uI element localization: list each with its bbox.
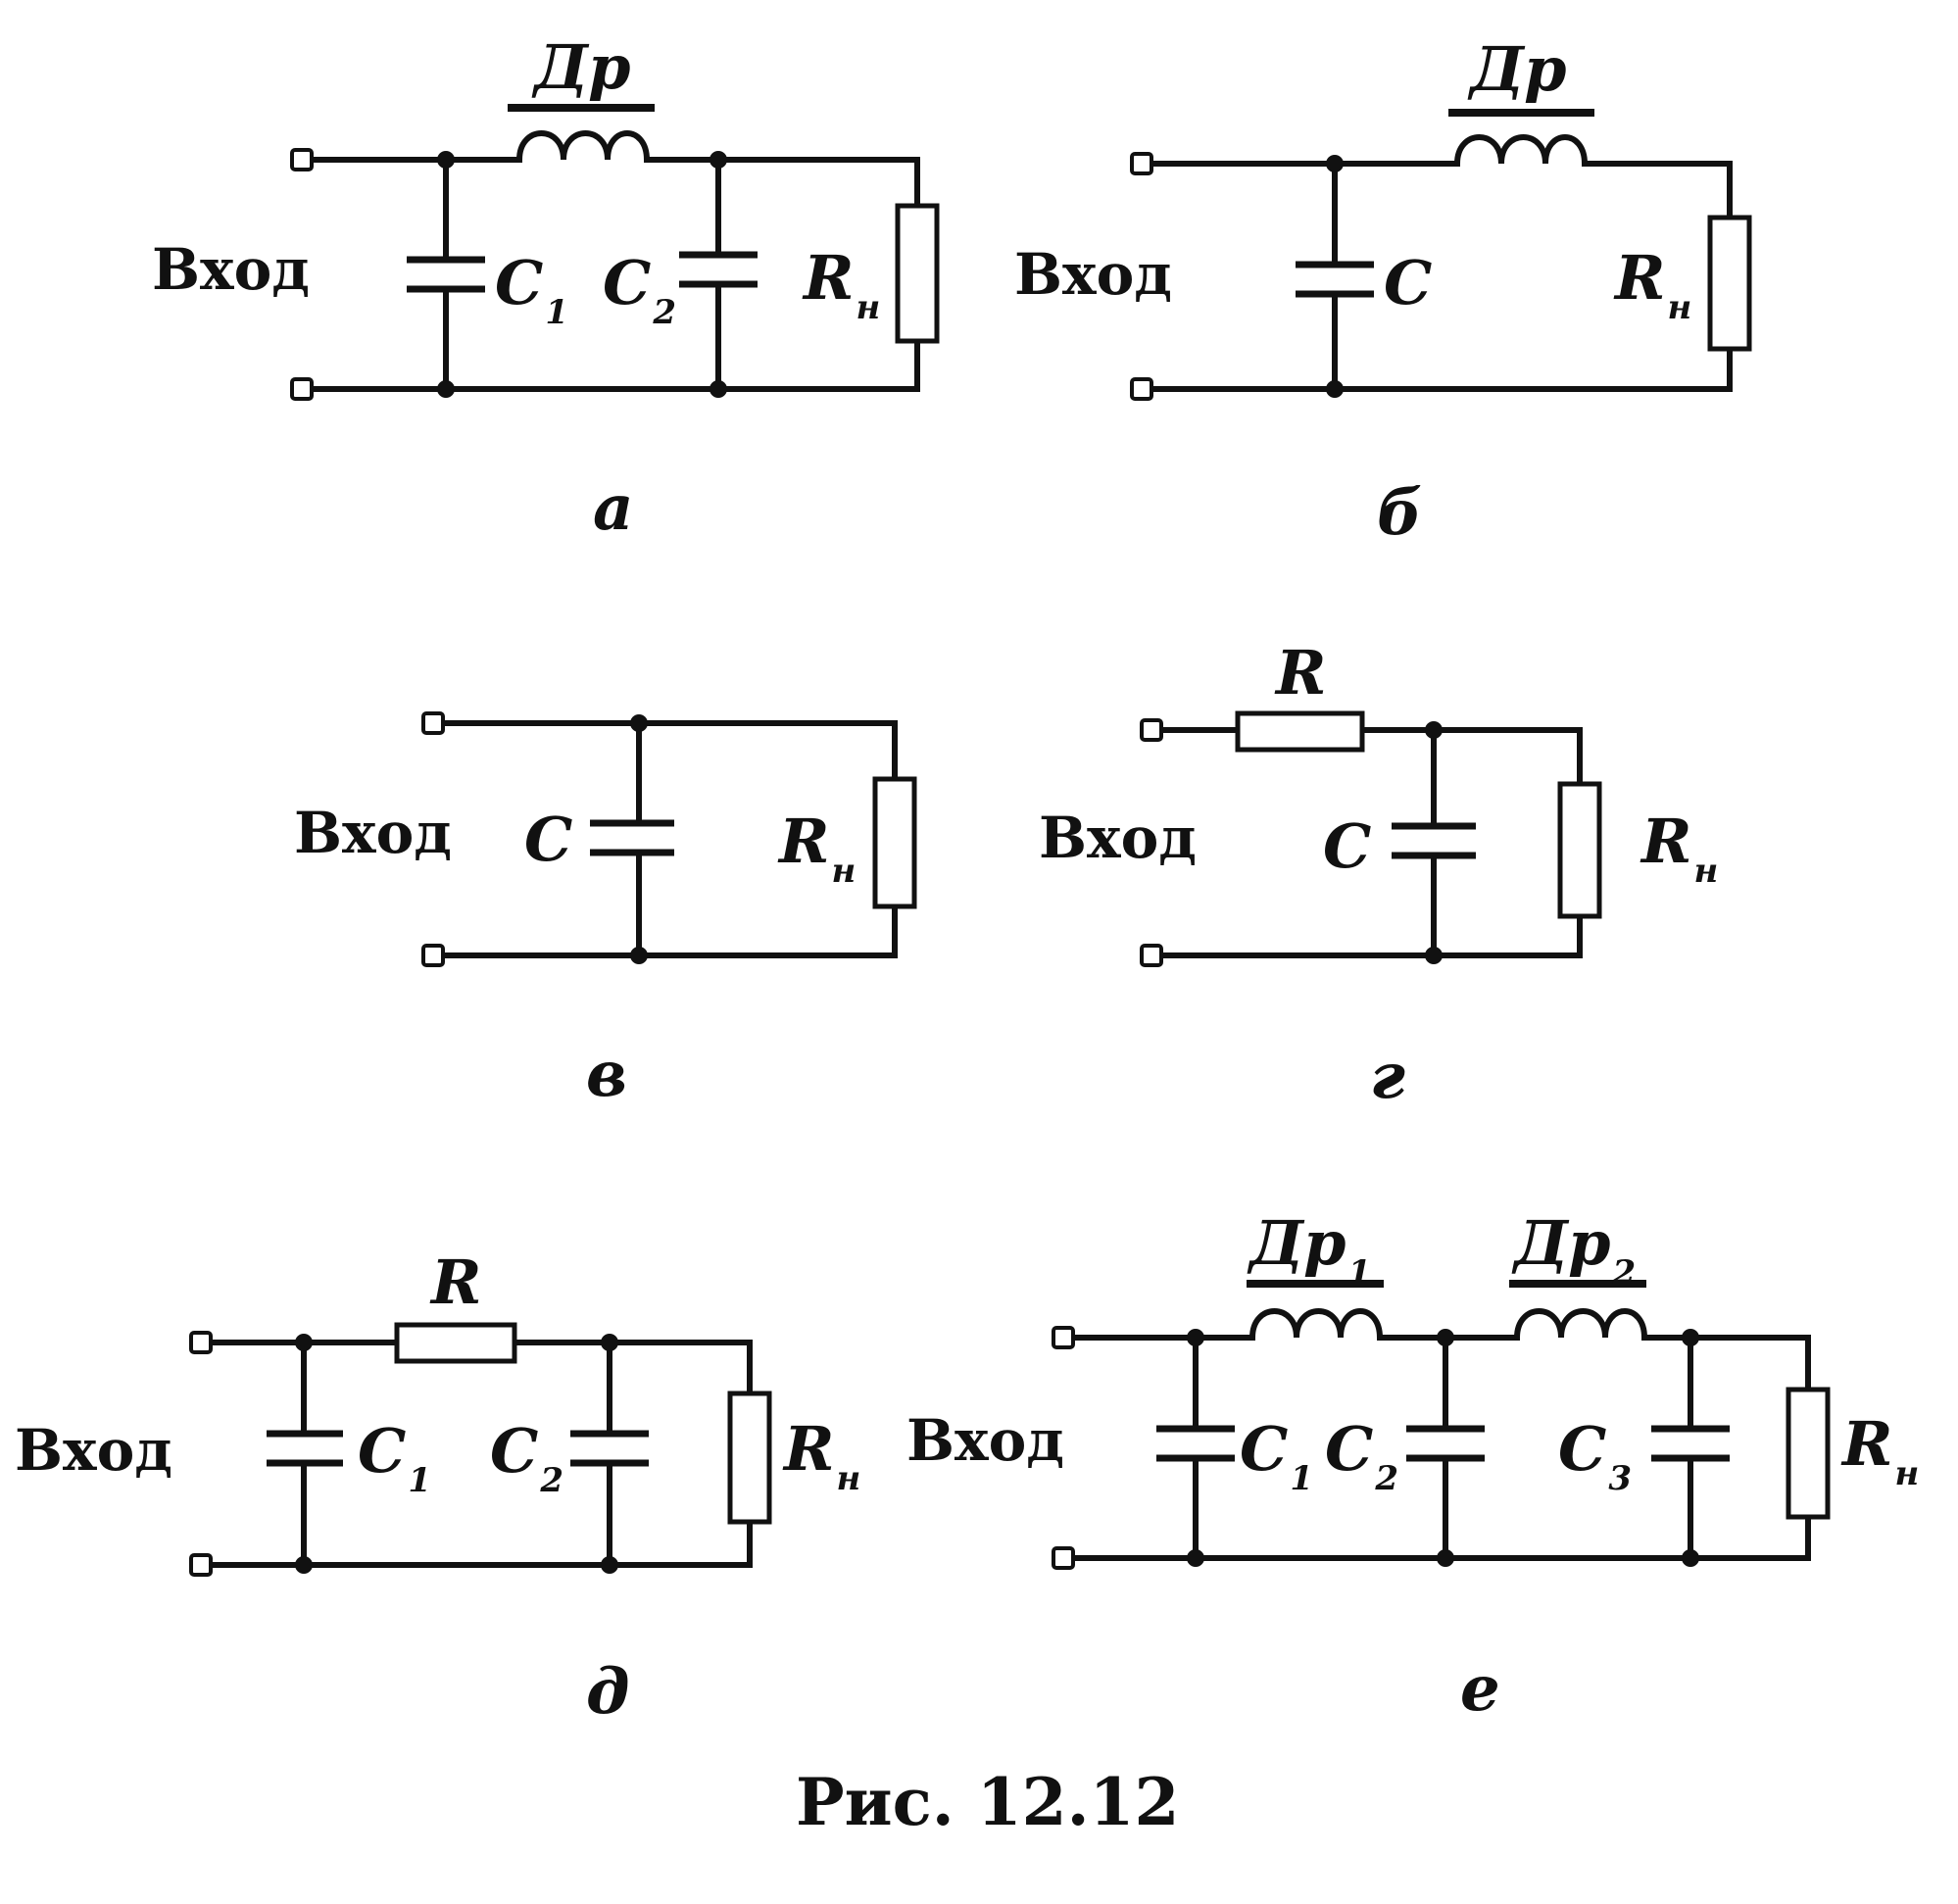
svg-text:C1: C1 — [495, 247, 568, 332]
c2-sub-e: 2 — [1374, 1459, 1398, 1498]
svg-text:C: C — [1384, 247, 1432, 318]
panel-label-a: а — [593, 471, 633, 545]
svg-text:Др: Др — [531, 31, 630, 103]
r-label-d: R — [429, 1246, 482, 1318]
svg-text:Rн: Rн — [1640, 806, 1718, 891]
choke2-label: Др — [1511, 1207, 1610, 1279]
circuit-e: Др1 Др2 Вход C1 C2 C3 Rн е — [906, 1207, 1919, 1726]
c1-sub: 1 — [545, 293, 568, 332]
c3-sub-e: 3 — [1608, 1459, 1632, 1498]
choke1-label: Др — [1247, 1207, 1346, 1279]
svg-text:C1: C1 — [358, 1415, 431, 1500]
svg-text:Др1: Др1 — [1247, 1207, 1371, 1293]
circuit-d: R Вход C1 C2 Rн д — [15, 1246, 860, 1729]
svg-text:Др: Др — [1467, 33, 1566, 105]
panel-label-e: е — [1460, 1652, 1500, 1726]
input-label-d: Вход — [15, 1417, 172, 1484]
input-label-v: Вход — [294, 800, 452, 866]
c-label-v: C — [524, 804, 572, 875]
c1-label: C — [495, 247, 543, 318]
svg-text:C3: C3 — [1558, 1413, 1632, 1498]
svg-text:Rн: Rн — [802, 242, 880, 327]
c3-label-e: C — [1558, 1413, 1606, 1485]
input-label-b: Вход — [1014, 241, 1172, 308]
svg-text:Rн: Rн — [777, 806, 856, 891]
c2-label-e: C — [1325, 1413, 1373, 1485]
c1-sub-e: 1 — [1290, 1459, 1313, 1498]
input-label-g: Вход — [1039, 805, 1197, 871]
rload-label-b: R — [1613, 242, 1666, 314]
panel-label-g: г — [1370, 1040, 1405, 1113]
circuit-g: R Вход C Rн г — [1039, 637, 1718, 1113]
svg-text:Rн: Rн — [1613, 242, 1691, 327]
c-label-g: C — [1323, 810, 1371, 882]
rload-sub-e: н — [1895, 1454, 1920, 1493]
svg-text:C2: C2 — [490, 1415, 563, 1500]
svg-text:R: R — [429, 1246, 482, 1318]
panel-label-d: д — [586, 1655, 630, 1729]
choke-label-b: Др — [1467, 33, 1566, 105]
circuit-b: Др Вход C Rн б — [1014, 33, 1752, 550]
rload-sub-b: н — [1668, 288, 1692, 327]
svg-text:Rн: Rн — [782, 1413, 860, 1498]
c1-label-e: C — [1240, 1413, 1288, 1485]
rload-sub: н — [857, 288, 881, 327]
c2-sub-d: 2 — [539, 1461, 563, 1500]
svg-text:C2: C2 — [1325, 1413, 1398, 1498]
choke1-sub: 1 — [1347, 1253, 1371, 1293]
c2-label-d: C — [490, 1415, 538, 1487]
rload-sub-g: н — [1694, 852, 1719, 891]
choke-label: Др — [531, 31, 630, 103]
circuit-v: Вход C Rн в — [294, 711, 917, 1111]
svg-text:C2: C2 — [603, 247, 676, 332]
rload-label: R — [802, 242, 855, 314]
input-label-e: Вход — [906, 1407, 1064, 1474]
c2-label: C — [603, 247, 651, 318]
rload-label-v: R — [777, 806, 830, 877]
rload-sub-d: н — [837, 1459, 861, 1498]
c-label-b: C — [1384, 247, 1432, 318]
c1-sub-d: 1 — [408, 1461, 431, 1500]
c2-sub: 2 — [652, 293, 676, 332]
r-label-g: R — [1274, 637, 1327, 708]
rload-sub-v: н — [832, 852, 857, 891]
svg-text:C: C — [1323, 810, 1371, 882]
panel-label-v: в — [586, 1038, 627, 1111]
svg-text:C1: C1 — [1240, 1413, 1313, 1498]
input-label-a: Вход — [152, 236, 310, 303]
svg-text:Др2: Др2 — [1511, 1207, 1636, 1293]
c1-label-d: C — [358, 1415, 406, 1487]
panel-label-b: б — [1377, 476, 1422, 550]
rload-label-g: R — [1640, 806, 1692, 877]
circuit-a: Др Вход C1 C2 Rн а — [152, 31, 940, 545]
svg-text:C: C — [524, 804, 572, 875]
rload-label-e: R — [1840, 1408, 1893, 1480]
figure-caption: Рис. 12.12 — [796, 1764, 1179, 1840]
svg-text:Rн: Rн — [1840, 1408, 1919, 1493]
rload-label-d: R — [782, 1413, 835, 1485]
svg-text:R: R — [1274, 637, 1327, 708]
choke2-sub: 2 — [1611, 1253, 1636, 1293]
